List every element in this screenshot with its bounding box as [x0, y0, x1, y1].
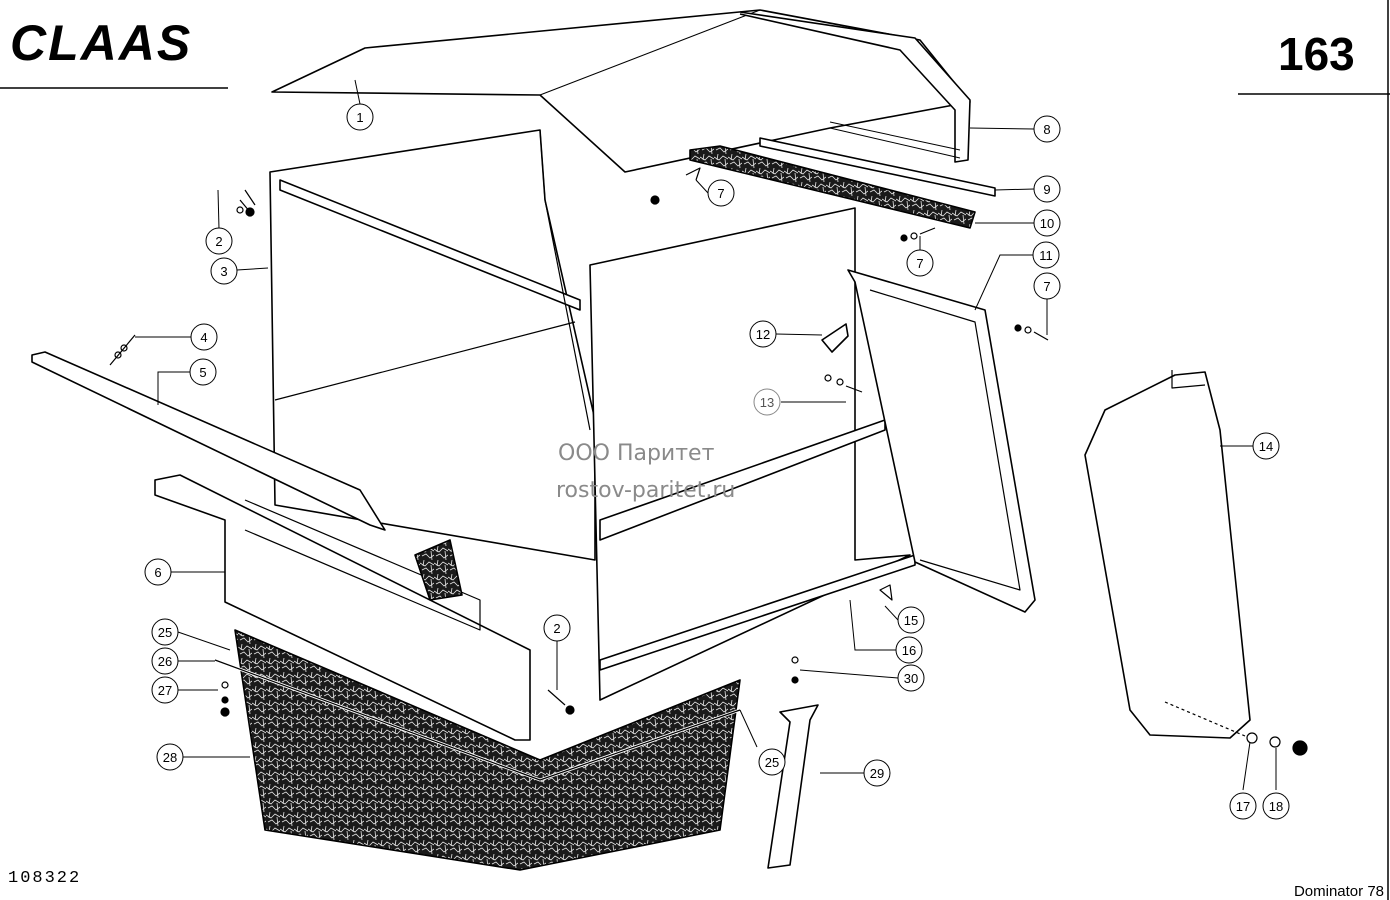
callout-4: 4	[190, 323, 218, 351]
callout-14: 14	[1252, 432, 1280, 460]
lower-beam	[154, 474, 531, 741]
svg-text:27: 27	[158, 683, 172, 698]
callout-8: 8	[1033, 115, 1061, 143]
callout-11: 11	[1032, 241, 1060, 269]
svg-text:15: 15	[904, 613, 918, 628]
callout-7a: 7	[707, 179, 735, 207]
svg-text:26: 26	[158, 654, 172, 669]
svg-text:17: 17	[1236, 799, 1250, 814]
callout-16: 16	[895, 636, 923, 664]
svg-text:13: 13	[760, 395, 774, 410]
watermark-company: ООО Паритет	[558, 441, 715, 466]
svg-text:7: 7	[1043, 279, 1050, 294]
svg-text:14: 14	[1259, 439, 1273, 454]
callout-9: 9	[1033, 175, 1061, 203]
callout-7b: 7	[906, 249, 934, 277]
svg-text:7: 7	[717, 186, 724, 201]
svg-text:18: 18	[1269, 799, 1283, 814]
callout-25a: 25	[151, 618, 179, 646]
callout-26: 26	[151, 647, 179, 675]
brand-logo: CLAAS	[10, 15, 192, 71]
callout-27: 27	[151, 676, 179, 704]
assembly-drawing	[31, 9, 1308, 871]
callout-10: 10	[1033, 209, 1061, 237]
foam-upper	[414, 539, 463, 601]
callout-2b: 2	[543, 614, 571, 642]
svg-text:12: 12	[756, 327, 770, 342]
callout-2: 2	[205, 227, 233, 255]
svg-text:2: 2	[553, 621, 560, 636]
svg-text:16: 16	[902, 643, 916, 658]
side-panel	[589, 207, 911, 701]
svg-text:25: 25	[765, 755, 779, 770]
svg-text:2: 2	[215, 234, 222, 249]
footer: 108322 Dominator 78	[8, 869, 1384, 900]
callout-28: 28	[156, 743, 184, 771]
drawing-number: 108322	[8, 869, 81, 888]
watermark-url: rostov-paritet.ru	[556, 478, 735, 503]
svg-text:25: 25	[158, 625, 172, 640]
page-number: 163	[1278, 28, 1355, 80]
svg-text:28: 28	[163, 750, 177, 765]
svg-text:6: 6	[154, 565, 161, 580]
callout-12: 12	[749, 320, 777, 348]
model-name: Dominator 78	[1294, 883, 1384, 900]
callout-3: 3	[210, 257, 238, 285]
callouts: 1 2 3 4 5 6 7 8 9 10 7 11 7 12 13 14 15 …	[144, 103, 1290, 820]
svg-text:5: 5	[199, 365, 206, 380]
radiator-frame	[847, 269, 1036, 613]
svg-text:30: 30	[904, 671, 918, 686]
svg-text:29: 29	[870, 766, 884, 781]
foam-strip	[689, 145, 976, 229]
side-door	[1084, 371, 1251, 739]
fasteners	[109, 167, 1308, 756]
strap	[767, 704, 819, 869]
svg-text:9: 9	[1043, 182, 1050, 197]
callout-30: 30	[897, 664, 925, 692]
callout-13: 13	[753, 388, 781, 416]
callout-6: 6	[144, 558, 172, 586]
callout-15: 15	[897, 606, 925, 634]
svg-text:11: 11	[1039, 248, 1053, 263]
callout-25b: 25	[758, 748, 786, 776]
seal-strip	[759, 137, 996, 197]
svg-text:8: 8	[1043, 122, 1050, 137]
svg-text:7: 7	[916, 256, 923, 271]
bracket	[821, 323, 849, 353]
callout-5: 5	[189, 358, 217, 386]
callout-18: 18	[1262, 792, 1290, 820]
svg-text:10: 10	[1040, 216, 1054, 231]
callout-17: 17	[1229, 792, 1257, 820]
leader-lines	[135, 79, 1277, 791]
callout-1: 1	[346, 103, 374, 131]
callout-29: 29	[863, 759, 891, 787]
side-rail	[739, 11, 971, 163]
svg-text:1: 1	[356, 110, 363, 125]
callout-7c: 7	[1033, 272, 1061, 300]
svg-text:4: 4	[200, 330, 207, 345]
svg-text:3: 3	[220, 264, 227, 279]
foam-insulation	[234, 629, 741, 871]
watermark: ООО Паритет rostov-paritet.ru	[556, 441, 735, 503]
angle-strip	[31, 351, 386, 531]
